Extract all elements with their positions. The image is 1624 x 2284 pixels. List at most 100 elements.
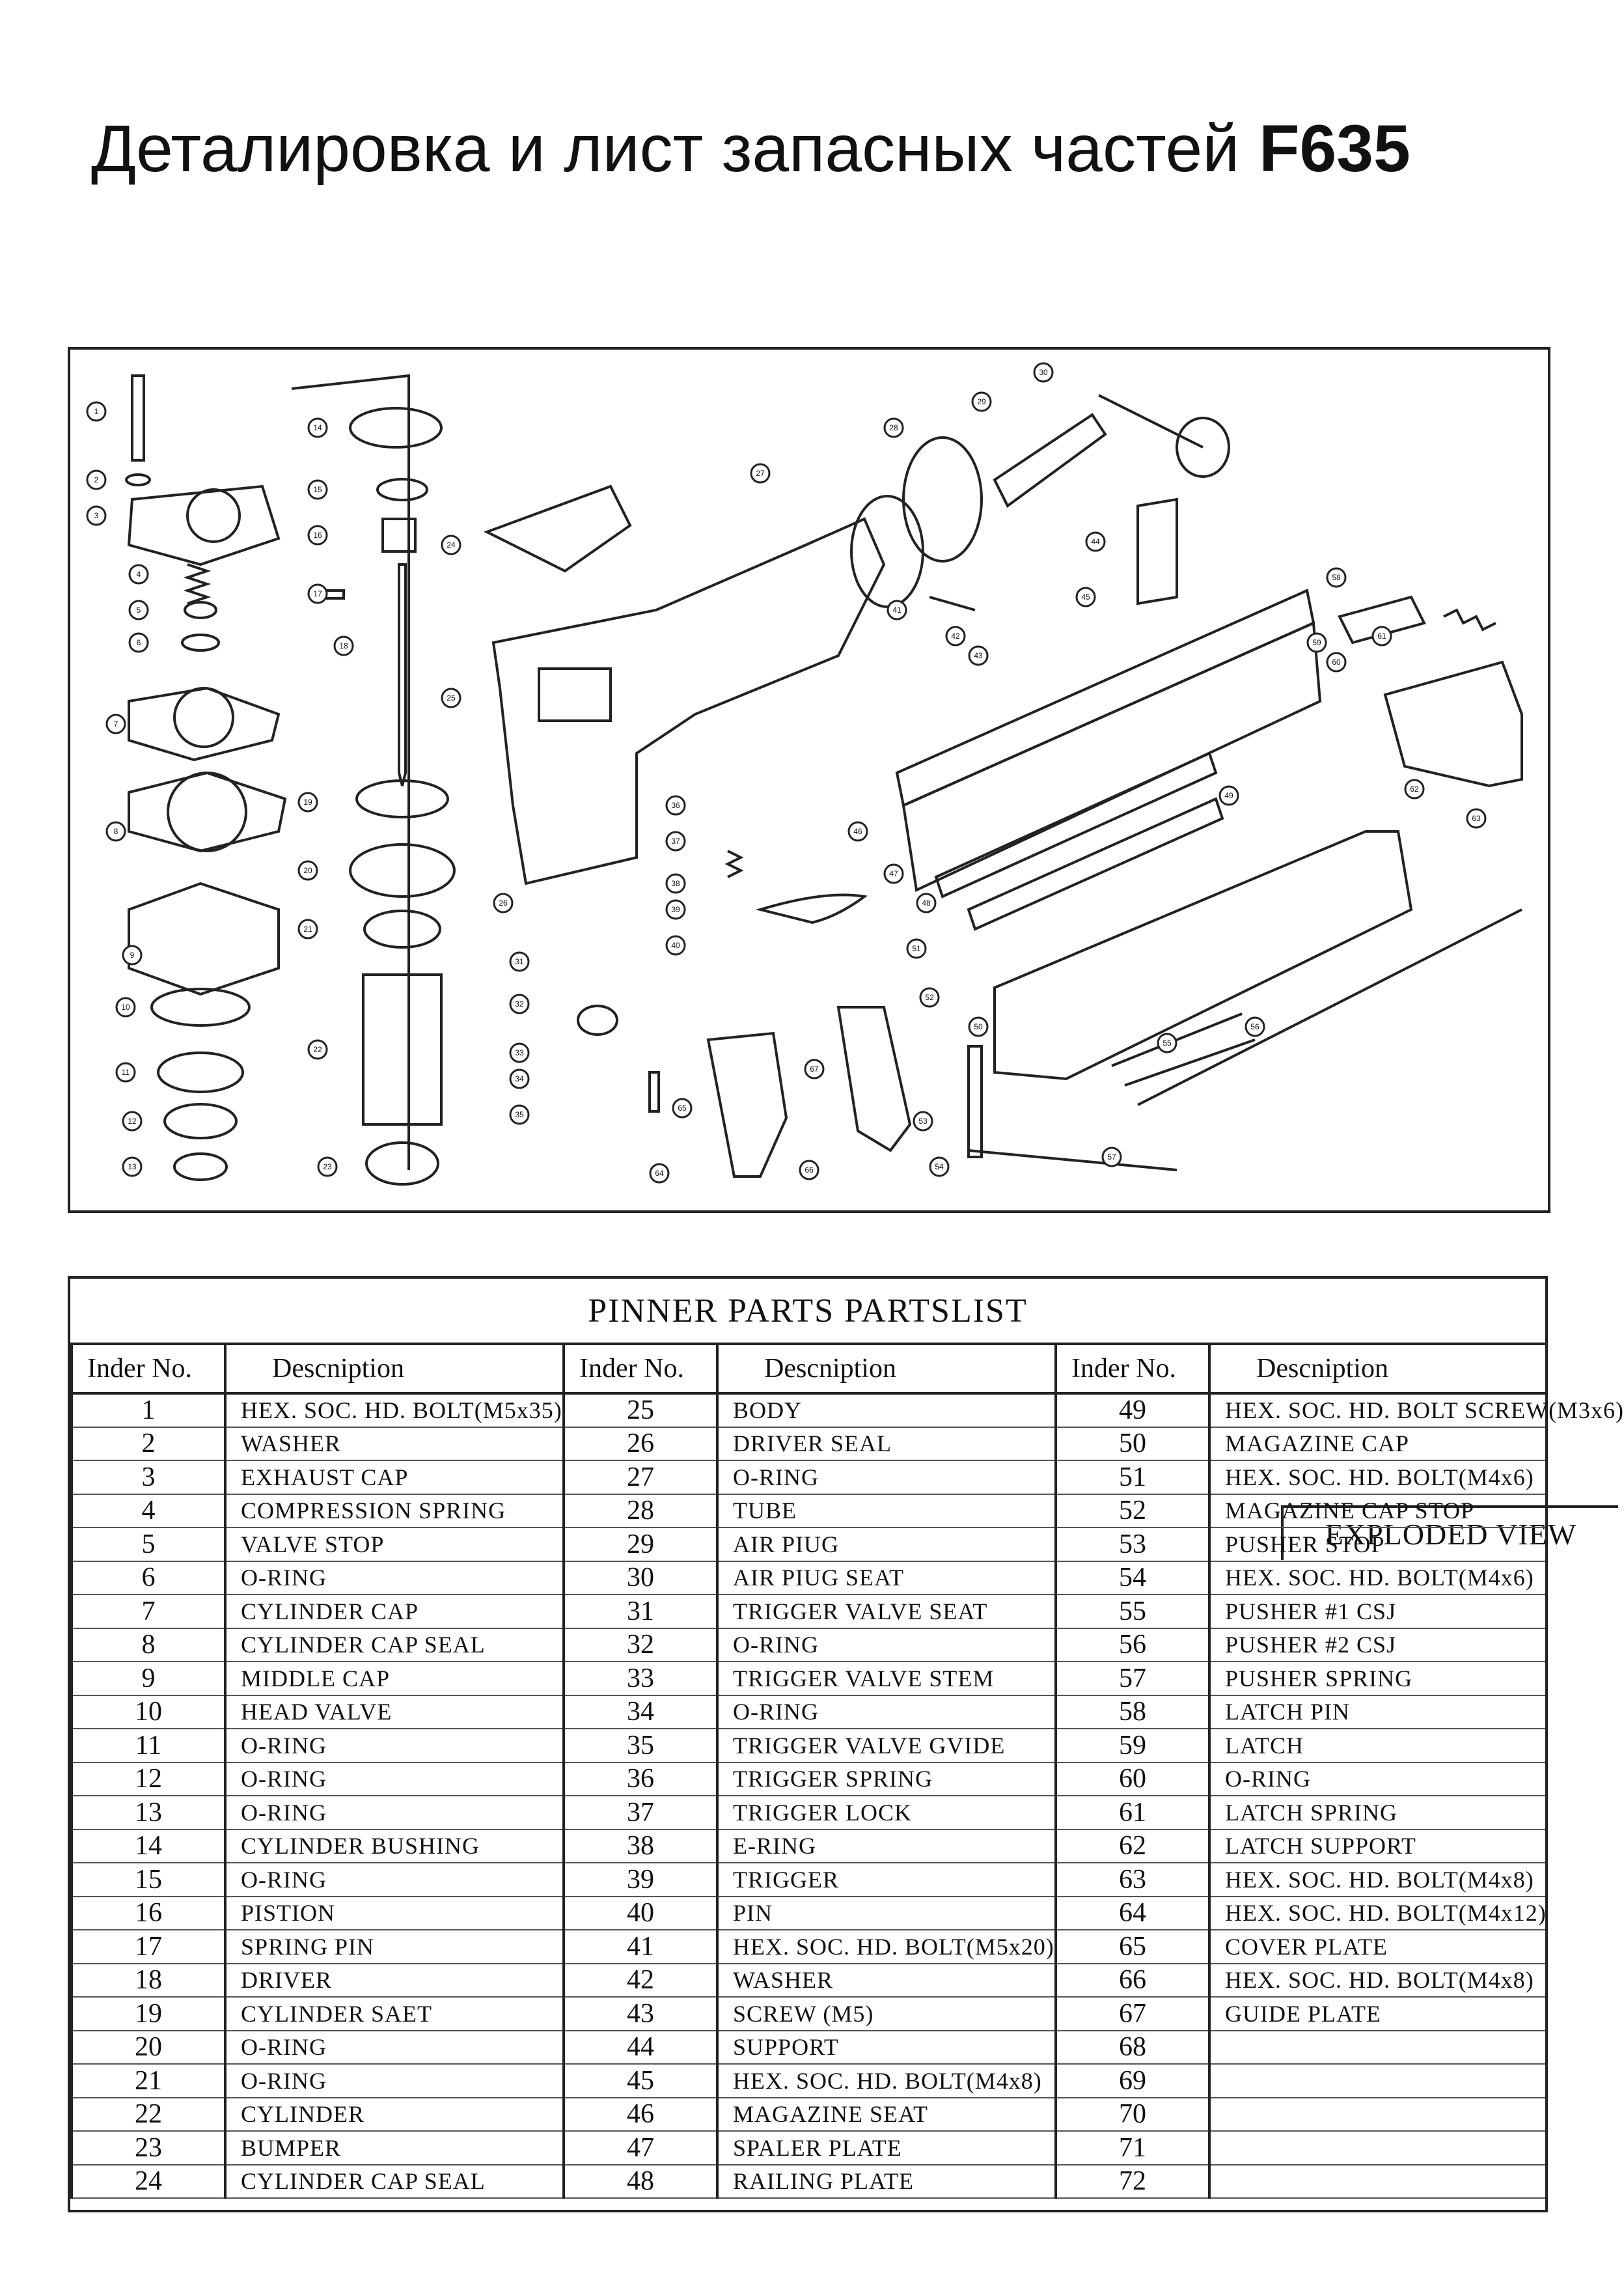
- part-description-cell: E-RING: [716, 1829, 1057, 1863]
- callout-40: 40: [665, 935, 686, 956]
- part-number-cell: 70: [1054, 2097, 1211, 2132]
- parts-list-title: PINNER PARTS PARTSLIST: [70, 1279, 1545, 1345]
- part-description-cell: [1208, 2097, 1548, 2132]
- callout-number: 61: [1377, 632, 1386, 641]
- cover-plate-shape: [706, 1031, 788, 1178]
- part-number-cell: 56: [1054, 1628, 1211, 1662]
- cylinder-bushing-shape: [349, 407, 443, 449]
- callout-circle: [1326, 567, 1347, 588]
- leader-line: [291, 374, 410, 1170]
- callout-circle: [649, 1163, 670, 1184]
- part-description-cell: BUMPER: [224, 2131, 565, 2166]
- title-text: Деталировка и лист запасных частей: [91, 111, 1240, 186]
- part-number-cell: 44: [562, 2030, 719, 2065]
- callout-24: 24: [441, 535, 461, 555]
- callout-30: 30: [1033, 362, 1054, 383]
- part-number-cell: 20: [70, 2030, 227, 2065]
- callout-27: 27: [750, 463, 771, 484]
- part-description-cell: LATCH SPRING: [1208, 1796, 1548, 1830]
- part-number-cell: 16: [70, 1896, 227, 1930]
- callout-circle: [307, 525, 328, 546]
- part-number-cell: 18: [70, 1963, 227, 1998]
- callout-16: 16: [307, 525, 328, 546]
- callout-62: 62: [1404, 779, 1425, 800]
- callout-number: 50: [974, 1022, 983, 1031]
- callout-circle: [307, 479, 328, 500]
- part-number-cell: 72: [1054, 2164, 1211, 2199]
- callout-66: 66: [799, 1160, 819, 1180]
- parts-table: Inder No. Descniption Inder No. Descnipt…: [70, 1345, 1623, 2199]
- column-header: Inder No.: [1054, 1345, 1211, 1395]
- part-description-cell: WASHER: [224, 1427, 565, 1461]
- callout-19: 19: [297, 792, 318, 813]
- callout-number: 46: [853, 827, 862, 836]
- part-number-cell: 32: [562, 1628, 719, 1662]
- callout-54: 54: [929, 1156, 950, 1177]
- spaler-plate-shape: [934, 751, 1218, 898]
- trigger-shape: [755, 893, 868, 925]
- part-number-cell: 2: [70, 1427, 227, 1461]
- part-number-cell: 15: [70, 1863, 227, 1897]
- part-description-cell: HEX. SOC. HD. BOLT(M4x8): [716, 2064, 1057, 2098]
- callout-number: 40: [671, 941, 680, 950]
- callout-number: 30: [1039, 368, 1048, 377]
- part-description-cell: [1208, 2164, 1548, 2199]
- callout-23: 23: [317, 1156, 338, 1177]
- part-description-cell: SPALER PLATE: [716, 2131, 1057, 2166]
- part-description-cell: CYLINDER CAP: [224, 1595, 565, 1629]
- part-number-cell: 33: [562, 1662, 719, 1696]
- callout-circle: [105, 714, 126, 734]
- callout-number: 21: [303, 925, 312, 934]
- callout-number: 20: [303, 866, 312, 875]
- callout-circle: [333, 635, 354, 656]
- part-number-cell: 14: [70, 1829, 227, 1863]
- callout-number: 22: [313, 1045, 322, 1054]
- cylinder-shape: [362, 973, 443, 1126]
- part-description-cell: HEX. SOC. HD. BOLT(M4x8): [1208, 1863, 1548, 1897]
- middle-cap-shape: [128, 882, 280, 996]
- callout-number: 60: [1332, 658, 1341, 667]
- spring-shape: [183, 563, 212, 605]
- callout-37: 37: [665, 831, 686, 852]
- callout-59: 59: [1306, 632, 1327, 653]
- callout-circle: [847, 821, 868, 842]
- part-description-cell: LATCH PIN: [1208, 1695, 1548, 1729]
- callout-number: 67: [810, 1065, 819, 1074]
- callout-5: 5: [128, 600, 149, 620]
- part-number-cell: 6: [70, 1561, 227, 1595]
- callout-number: 9: [130, 951, 135, 960]
- callout-number: 11: [122, 1068, 130, 1077]
- callout-circle: [906, 938, 927, 959]
- latch-shape: [1338, 595, 1426, 645]
- exhaust-cap-hole: [186, 488, 241, 543]
- callout-circle: [665, 899, 686, 920]
- callout-33: 33: [509, 1042, 530, 1063]
- callout-44: 44: [1085, 531, 1106, 552]
- part-description-cell: HEAD VALVE: [224, 1695, 565, 1729]
- callout-circle: [804, 1059, 825, 1079]
- callout-circle: [441, 688, 461, 708]
- callout-circle: [105, 821, 126, 842]
- exhaust-cap-shape: [127, 484, 281, 566]
- trigger-valve-seat-shape: [577, 1005, 618, 1036]
- callout-14: 14: [307, 417, 328, 438]
- part-number-cell: 13: [70, 1796, 227, 1830]
- callout-number: 56: [1250, 1022, 1259, 1031]
- callout-number: 54: [935, 1162, 944, 1171]
- part-description-cell: PUSHER #1 CSJ: [1208, 1595, 1548, 1629]
- callout-number: 2: [94, 475, 99, 484]
- callout-circle: [665, 935, 686, 956]
- part-number-cell: 57: [1054, 1662, 1211, 1696]
- bumper-shape: [365, 1141, 439, 1186]
- callout-circle: [86, 505, 107, 526]
- callout-46: 46: [847, 821, 868, 842]
- callout-29: 29: [971, 391, 992, 412]
- part-number-cell: 25: [562, 1392, 719, 1428]
- oring-11-shape: [157, 1051, 244, 1093]
